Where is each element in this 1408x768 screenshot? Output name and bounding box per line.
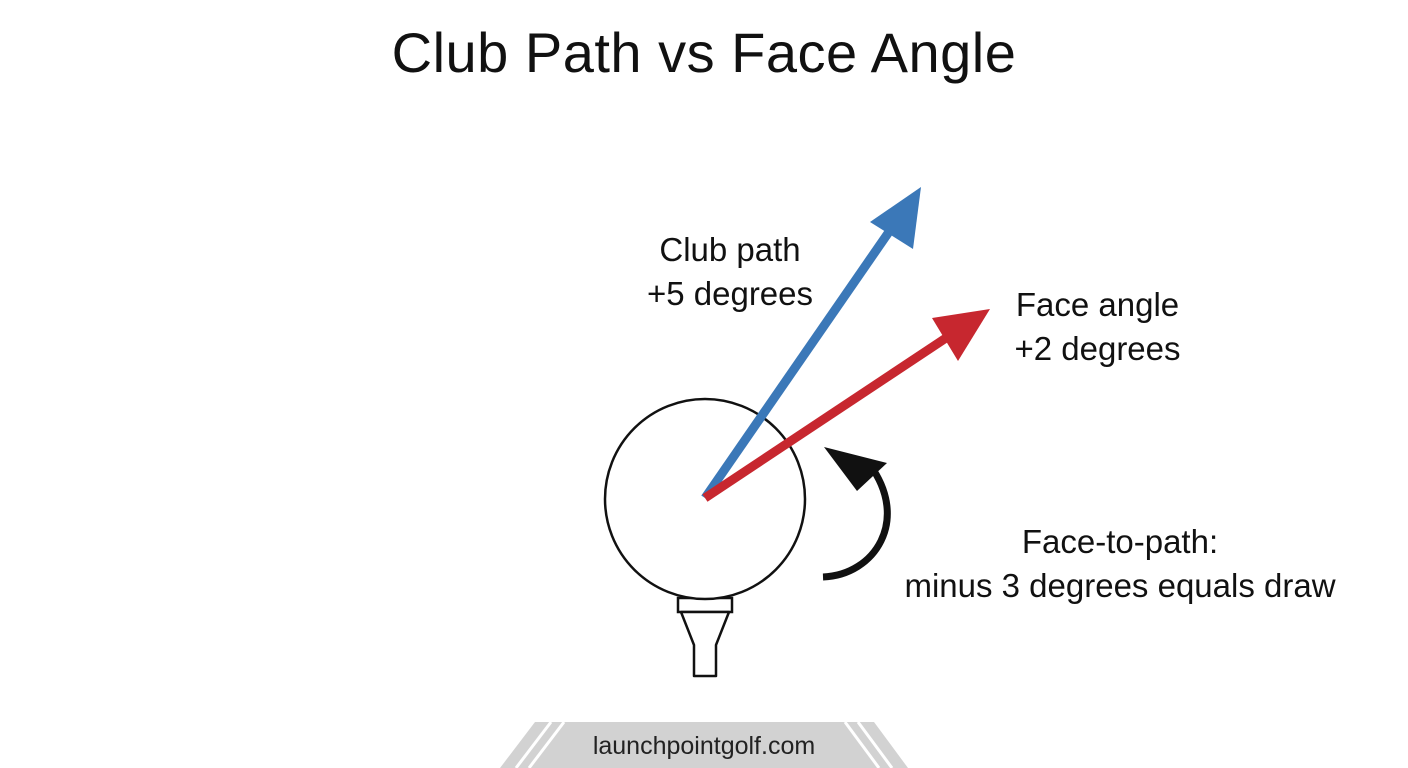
face-to-path-value: minus 3 degrees equals draw xyxy=(904,567,1336,604)
footer-url-link[interactable]: launchpointgolf.com xyxy=(592,732,816,760)
face-angle-arrow-icon xyxy=(702,309,990,502)
face-to-path-label: Face-to-path: minus 3 degrees equals dra… xyxy=(880,520,1360,608)
club-path-value: +5 degrees xyxy=(646,275,814,312)
face-angle-value: +2 degrees xyxy=(1014,330,1181,367)
club-path-title: Club path xyxy=(659,231,801,268)
page-title: Club Path vs Face Angle xyxy=(391,21,1017,84)
club-path-label: Club path +5 degrees xyxy=(620,228,840,316)
footer-banner xyxy=(500,721,908,768)
rotation-arrow-icon xyxy=(822,447,891,581)
face-angle-label: Face angle +2 degrees xyxy=(990,283,1205,371)
club-path-arrow-icon xyxy=(701,187,921,501)
golf-ball-icon xyxy=(603,397,807,601)
face-to-path-title: Face-to-path: xyxy=(1021,523,1219,560)
footer: launchpointgolf.com xyxy=(500,722,908,768)
face-angle-title: Face angle xyxy=(1015,286,1180,323)
tee-icon xyxy=(676,596,734,678)
